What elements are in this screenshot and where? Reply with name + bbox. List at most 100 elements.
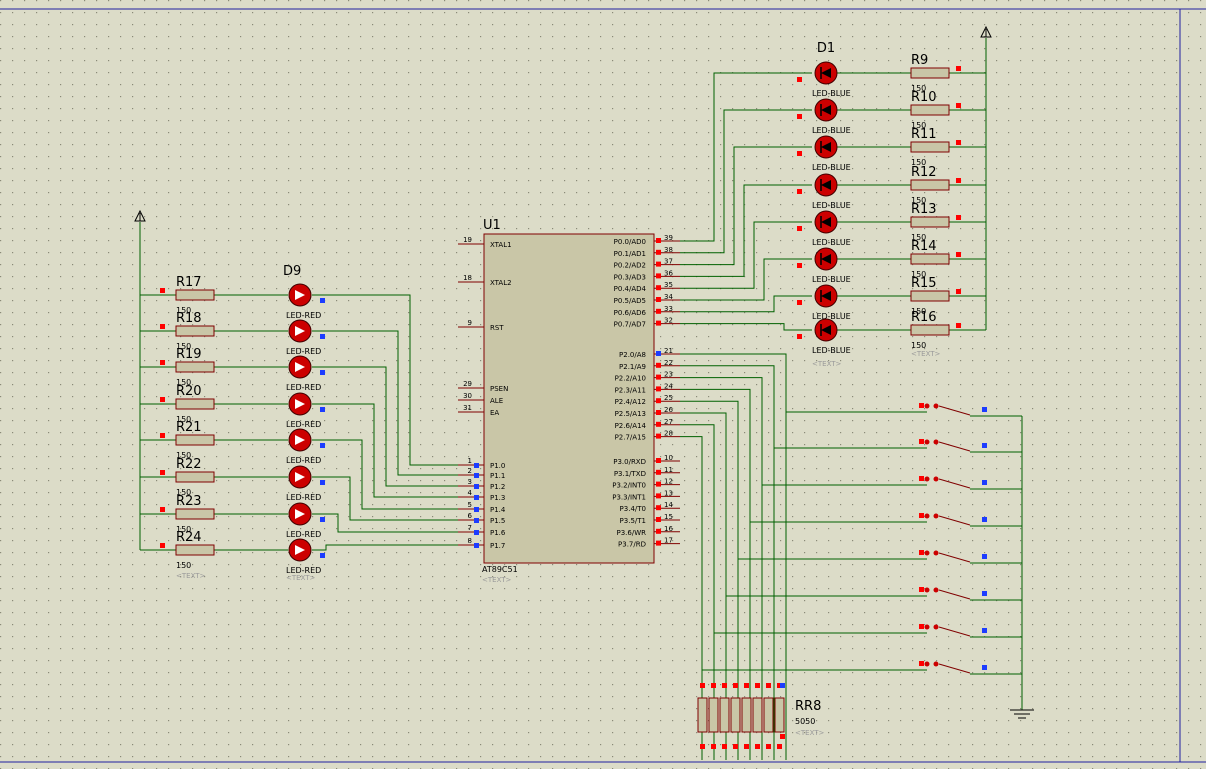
mcu-pin-6-number: 6 (468, 512, 473, 520)
left-resistor-R20-pin (160, 397, 165, 402)
resistor-pack-top-pin-3 (722, 683, 727, 688)
red-led-4-part: LED-RED (286, 420, 321, 429)
switch-4-contact-a (924, 513, 930, 519)
port2-wire-3 (680, 388, 751, 760)
mcu-pin-13-marker (656, 493, 661, 499)
mcu-pin-32-number: 32 (664, 317, 673, 325)
right-resistor-R12 (910, 179, 950, 191)
mcu-pin-35-name: P0.4/AD4 (614, 285, 647, 293)
mcu-pin-23-number: 23 (664, 371, 673, 379)
mcu-pin-25-number: 25 (664, 394, 673, 402)
mcu-pin-38-name: P0.1/AD1 (614, 250, 646, 258)
red-led-5-symbol (295, 435, 305, 445)
port0-wire-4 (680, 221, 812, 289)
port0-wire-5 (680, 258, 812, 301)
left-resistor-R19-value: 150 (176, 378, 191, 387)
mcu-pin-33-number: 33 (664, 305, 673, 313)
left-resistor-R17 (175, 289, 215, 301)
mcu-pin-34-marker (656, 297, 661, 302)
blue-led-7-pin (797, 300, 802, 305)
mcu-pin-8-marker (474, 543, 479, 548)
left-resistor-R20-value: 150 (176, 415, 191, 424)
red-led-4-pin (320, 407, 325, 412)
mcu-pin-28-name: P2.7/A15 (615, 434, 646, 442)
port1-wire-0 (312, 294, 458, 466)
switch-7-pin (919, 624, 924, 629)
sheet-frame (0, 8, 1206, 763)
switch-2-pin (919, 439, 924, 444)
right-resistor-R16-ref: R16 (911, 310, 937, 325)
mcu-pin-9-name: RST (490, 324, 504, 332)
mcu-part: AT89C51 (482, 565, 518, 574)
mcu-pin-19-number: 19 (463, 236, 472, 244)
mcu-pin-15-number: 15 (664, 513, 673, 521)
resistor-pack-element-7 (763, 697, 774, 733)
left-resistor-R17-value: 150 (176, 306, 191, 315)
left-resistor-R22-value: 150 (176, 488, 191, 497)
mcu-pin-24-marker (656, 386, 661, 392)
right-resistor-R16 (910, 324, 950, 336)
blue-led-7-symbol (821, 291, 831, 301)
mcu-pin-37-marker (656, 261, 661, 267)
mcu-text: <TEXT> (482, 576, 512, 584)
blue-led-3-pin (797, 151, 802, 156)
mcu-pin-2-marker (474, 473, 479, 478)
mcu-pin-12-name: P3.2/INT0 (612, 482, 646, 490)
switch-1-lever (938, 405, 971, 416)
switch-5-pin-b (982, 554, 987, 559)
resistor-pack-element-6 (752, 697, 763, 733)
switch-1-pin-b (982, 407, 987, 412)
switch-3-contact-a (924, 476, 930, 482)
mcu-pin-38-number: 38 (664, 246, 673, 254)
mcu-pin-25-marker (656, 398, 661, 404)
right-resistor-R13-ref: R13 (911, 202, 937, 217)
port2-wire-6 (680, 424, 715, 760)
resistor-pack-top-pin-7 (766, 683, 771, 688)
blue-led-2-symbol (821, 105, 831, 115)
red-led-8-part: LED-RED (286, 566, 321, 575)
left-resistor-R20 (175, 398, 215, 410)
right-resistor-R12-value: 150 (911, 196, 926, 205)
right-resistor-R14-value: 150 (911, 270, 926, 279)
right-resistor-R16-pin (956, 323, 961, 328)
resistor-pack-top-pin-5 (744, 683, 749, 688)
left-resistor-R18-pin (160, 324, 165, 329)
mcu-pin-5-name: P1.4 (490, 506, 506, 514)
resistor-pack-element-8 (774, 697, 785, 733)
mcu-pin-1-number: 1 (468, 457, 472, 465)
mcu-pin-13-number: 13 (664, 489, 673, 497)
mcu-pin-19-name: XTAL1 (490, 241, 512, 249)
right-resistor-R11-value: 150 (911, 158, 926, 167)
blue-led-4-pin (797, 189, 802, 194)
switch-7-pin-b (982, 628, 987, 633)
blue-led-8-part: LED-BLUE (812, 346, 851, 355)
mcu-pin-8-name: P1.7 (490, 542, 505, 550)
mcu-pin-17-name: P3.7/RD (618, 541, 646, 549)
right-resistor-R12-pin (956, 178, 961, 183)
left-resistor-R21-pin (160, 433, 165, 438)
port2-wire-0 (680, 353, 787, 760)
red-led-2-pin (320, 334, 325, 339)
switch-1-contact-a (924, 403, 930, 409)
left-resistor-text: <TEXT> (176, 572, 206, 580)
right-resistor-R9 (910, 67, 950, 79)
red-led-7-symbol (295, 509, 305, 519)
mcu-pin-3-marker (474, 484, 479, 489)
mcu-pin-7-number: 7 (468, 524, 472, 532)
mcu-pin-10-marker (656, 458, 661, 463)
switch-2-contact-a (924, 439, 930, 445)
mcu-pin-22-marker (656, 362, 661, 368)
mcu-pin-6-name: P1.5 (490, 517, 505, 525)
mcu-pin-28-number: 28 (664, 430, 673, 438)
mcu-pin-2-number: 2 (468, 467, 472, 475)
mcu-pin-37-number: 37 (664, 258, 673, 266)
resistor-pack-common-pin-b (780, 734, 785, 739)
switch-8-contact-b (933, 661, 939, 667)
mcu-pin-36-number: 36 (664, 269, 673, 277)
resistor-pack-common-pin (780, 683, 785, 688)
port1-wire-1 (312, 330, 458, 476)
resistor-pack-bottom-pin-8 (777, 744, 782, 749)
left-resistor-R24-ref: R24 (176, 530, 202, 545)
resistor-pack-top-pin-2 (711, 683, 716, 688)
